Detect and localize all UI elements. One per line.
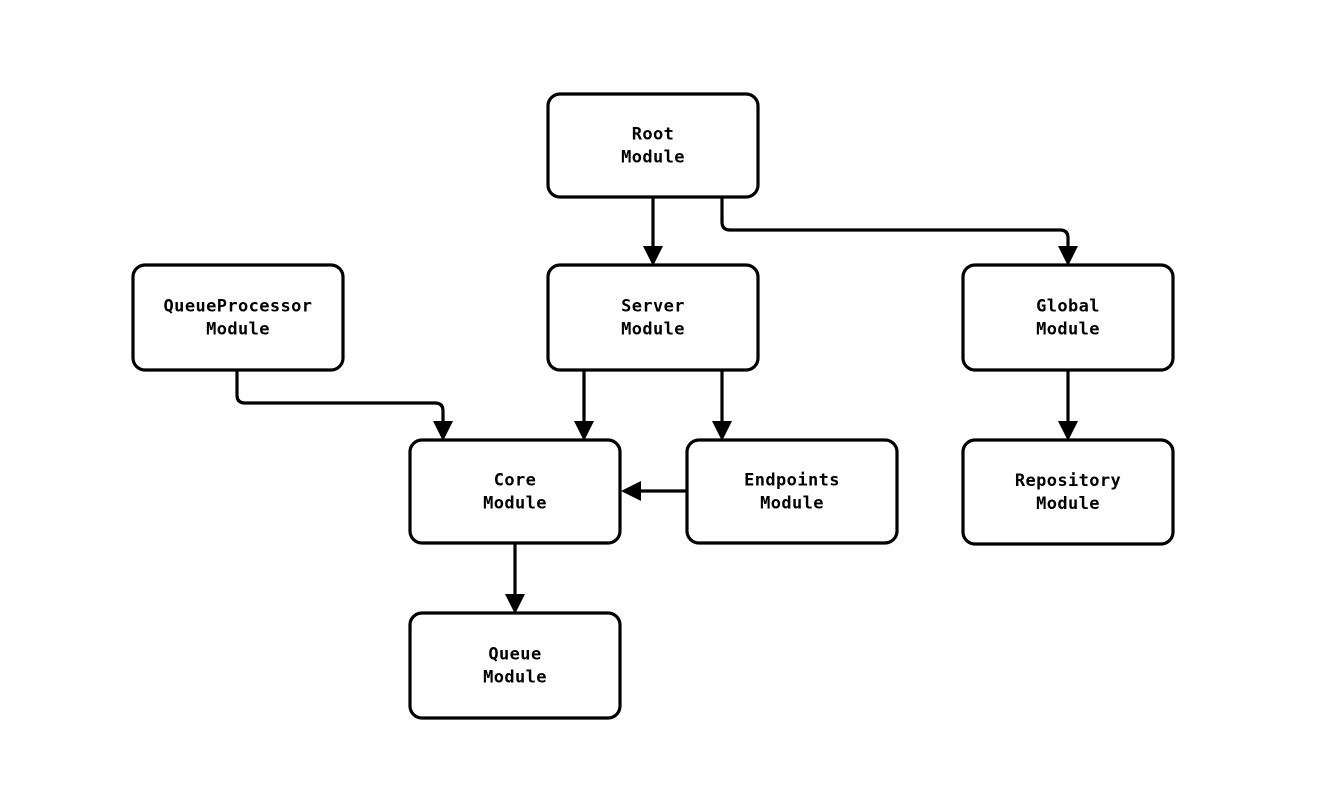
- node-label-line2: Module: [483, 494, 547, 514]
- edge-queueprocessor-to-core: [235, 370, 453, 441]
- edge-line: [235, 370, 445, 430]
- arrowhead-icon: [574, 421, 594, 441]
- edge-layer: [235, 197, 1078, 614]
- node-label-line1: Repository: [1015, 471, 1121, 491]
- node-label-line1: Global: [1036, 297, 1100, 317]
- edge-root-to-server: [643, 197, 663, 266]
- node-label-line2: Module: [483, 668, 547, 688]
- node-label-line1: Root: [632, 125, 675, 145]
- node-label-line2: Module: [621, 148, 685, 168]
- node-rect[interactable]: [546, 263, 760, 372]
- node-rect[interactable]: [961, 263, 1175, 372]
- arrowhead-icon: [621, 481, 641, 501]
- node-label-line2: Module: [206, 320, 270, 340]
- edge-server-to-endpoints: [712, 370, 732, 441]
- node-rect[interactable]: [408, 611, 622, 720]
- edge-root-to-global: [720, 197, 1078, 266]
- arrowhead-icon: [1058, 421, 1078, 441]
- node-label-line1: Endpoints: [744, 471, 840, 491]
- edge-core-to-queue: [505, 543, 525, 614]
- edge-endpoints-to-core: [621, 481, 687, 501]
- arrowhead-icon: [505, 594, 525, 614]
- node-label-line2: Module: [1036, 320, 1100, 340]
- edge-global-to-repository: [1058, 370, 1078, 441]
- arrowhead-icon: [433, 421, 453, 441]
- node-label-line1: Server: [621, 297, 685, 317]
- edge-server-to-core: [574, 370, 594, 441]
- edge-line: [720, 197, 1070, 255]
- arrowhead-icon: [643, 246, 663, 266]
- node-label-line1: Queue: [488, 645, 541, 665]
- node-rect[interactable]: [961, 438, 1175, 546]
- node-rect[interactable]: [546, 92, 760, 199]
- node-label-line2: Module: [1036, 494, 1100, 514]
- arrowhead-icon: [712, 421, 732, 441]
- node-label-line2: Module: [760, 494, 824, 514]
- node-label-line1: Core: [494, 471, 537, 491]
- node-rect[interactable]: [131, 263, 345, 372]
- node-rect[interactable]: [685, 438, 899, 545]
- arrowhead-icon: [1058, 246, 1078, 266]
- node-label-line1: QueueProcessor: [164, 297, 313, 317]
- node-label-line2: Module: [621, 320, 685, 340]
- node-rect[interactable]: [408, 438, 622, 545]
